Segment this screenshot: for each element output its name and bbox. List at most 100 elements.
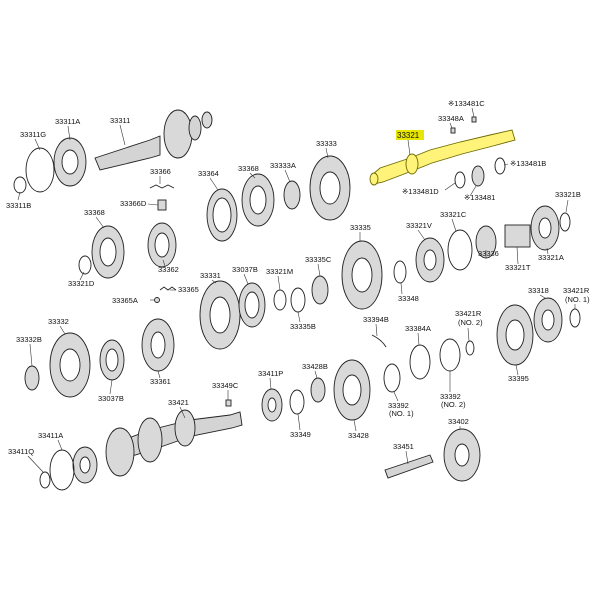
- label-133481D: ※133481D: [402, 187, 439, 196]
- output-shaft-33321: [371, 129, 516, 185]
- label-33333: 33333: [316, 139, 337, 148]
- label-33421R-no1: (NO. 1): [565, 295, 590, 304]
- sleeve-33321T: [504, 224, 531, 248]
- label-33336: 33336: [478, 249, 499, 258]
- label-33349C: 33349C: [212, 381, 239, 390]
- label-33321B: 33321B: [555, 190, 581, 199]
- synchro-ring-33037B-b-bore: [105, 348, 119, 372]
- gear-33335-bore: [351, 257, 373, 293]
- label-33421: 33421: [168, 398, 189, 407]
- label-33348A: 33348A: [438, 114, 464, 123]
- label-33362: 33362: [158, 265, 179, 274]
- ring-33392-no2: [439, 338, 461, 372]
- label-33361: 33361: [150, 377, 171, 386]
- label-33333A: 33333A: [270, 161, 296, 170]
- ring-33411A: [49, 449, 75, 491]
- label-33421R-no2: (NO. 2): [458, 318, 483, 327]
- label-33331: 33331: [200, 271, 221, 280]
- spring-33365: [159, 286, 177, 291]
- idler-gear-33402-bore: [454, 443, 470, 467]
- label-33335C: 33335C: [305, 255, 332, 264]
- ring-133481D: [454, 171, 466, 189]
- label-33421R-b: 33421R: [563, 286, 590, 295]
- label-33411P: 33411P: [258, 369, 283, 378]
- label-33311A: 33311A: [55, 117, 80, 126]
- input-shaft-hub: [188, 115, 202, 141]
- synchro-ring-33364-bore: [212, 197, 232, 233]
- bearing-33411A-bore: [79, 456, 91, 474]
- key-33366D: [157, 199, 167, 211]
- ring-33348: [393, 260, 407, 284]
- part-labels: 33311G 33311A 33311 33311B 33366 33366D …: [6, 99, 590, 456]
- bearing-33311A-bore: [61, 149, 79, 175]
- needle-bearing-33332B: [24, 365, 40, 391]
- synchro-hub-33368-bore: [99, 237, 117, 267]
- ring-33421R-no1: [569, 308, 581, 328]
- output-shaft-33321-label-highlight: [396, 130, 424, 140]
- label-33402: 33402: [448, 417, 469, 426]
- label-33365: 33365: [178, 285, 199, 294]
- label-133481C: ※133481C: [448, 99, 485, 108]
- label-33384A: 33384A: [405, 324, 431, 333]
- ring-33421R-no2: [465, 340, 475, 356]
- label-33364: 33364: [198, 169, 219, 178]
- needle-bearing-33333A: [283, 180, 301, 210]
- label-33394B: 33394B: [363, 315, 389, 324]
- needle-bearing-33335C: [311, 275, 329, 305]
- snap-ring-33311B: [13, 176, 27, 194]
- snap-ring-33311G: [25, 147, 55, 193]
- snap-ring-33321D: [78, 255, 92, 275]
- label-33335B: 33335B: [290, 322, 316, 331]
- bearing-33411P-bore: [267, 397, 277, 413]
- gear-33333-bore: [319, 171, 341, 205]
- label-33321C: 33321C: [440, 210, 467, 219]
- label-33348: 33348: [398, 294, 419, 303]
- label-33395: 33395: [508, 374, 529, 383]
- label-33349: 33349: [290, 430, 311, 439]
- label-33335: 33335: [350, 223, 371, 232]
- label-33428: 33428: [348, 431, 369, 440]
- label-33318: 33318: [528, 286, 549, 295]
- label-33451: 33451: [393, 442, 414, 451]
- label-33368-top: 33368: [238, 164, 259, 173]
- leader-lines: [17, 107, 576, 473]
- label-33332B: 33332B: [16, 335, 42, 344]
- countershaft-gear-3: [174, 409, 196, 447]
- label-33332: 33332: [48, 317, 69, 326]
- countershaft-gear-1: [105, 427, 135, 477]
- gear-33395-bore: [505, 319, 525, 351]
- label-33311: 33311: [110, 116, 130, 125]
- label-33428B: 33428B: [302, 362, 328, 371]
- ring-33349: [289, 389, 305, 415]
- ball-33365A: [154, 297, 160, 303]
- gear-33332-bore: [59, 348, 81, 382]
- label-33365A: 33365A: [112, 296, 138, 305]
- hub-33361-bore: [150, 331, 166, 359]
- gear-33428-bore: [342, 374, 362, 406]
- needle-bearing-33428B: [310, 377, 326, 403]
- input-shaft-gear-33311: [163, 109, 193, 159]
- snap-ring-33321B: [559, 212, 571, 232]
- bearing-33321V-bore: [423, 249, 437, 271]
- label-33366D: 33366D: [120, 199, 147, 208]
- key-33349C: [225, 399, 232, 407]
- gear-33331-bore: [209, 296, 231, 334]
- output-shaft-33321-end: [369, 172, 379, 186]
- label-33321D: 33321D: [68, 279, 95, 288]
- ring-33394B: [371, 334, 387, 348]
- snap-ring-33411Q: [39, 471, 51, 489]
- label-33321T: 33321T: [505, 263, 531, 272]
- label-33368-hub: 33368: [84, 208, 105, 217]
- label-33411A: 33411A: [38, 431, 63, 440]
- synchro-ring-33037B-bore: [244, 291, 260, 319]
- gear-33368-top-bore: [249, 185, 267, 215]
- label-33321V: 33321V: [406, 221, 432, 230]
- countershaft-gear-2: [137, 417, 163, 463]
- label-33311B: 33311B: [6, 201, 31, 210]
- label-33037B-b: 33037B: [98, 394, 124, 403]
- ring-33392-no1: [383, 363, 401, 393]
- label-33392-a-no1: (NO. 1): [389, 409, 414, 418]
- ball-133481C: [471, 116, 477, 123]
- label-33321A: 33321A: [538, 253, 564, 262]
